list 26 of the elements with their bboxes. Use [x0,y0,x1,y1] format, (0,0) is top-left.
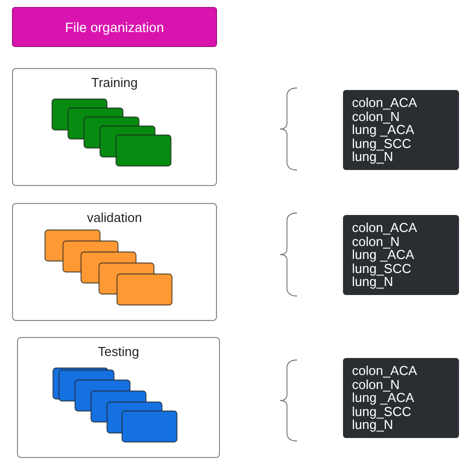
class-name: colon_N [352,234,400,248]
folder-group-box [17,337,220,458]
group-heading: Testing [96,344,140,359]
class-name: lung _ACA [352,391,414,404]
group-heading: validation [86,210,143,225]
folder-group-box [12,203,217,321]
class-name: lung_SCC [352,404,412,418]
class-name: lung _ACA [352,123,414,136]
class-name: colon_N [352,110,400,122]
class-name: lung_SCC [352,262,412,274]
class-name: lung_SCC [352,136,412,150]
class-name: lung_N [352,150,394,163]
class-name: colon_ACA [352,364,418,377]
class-name: lung_N [352,418,394,431]
class-list-box [343,358,459,438]
class-name: lung _ACA [352,248,414,261]
title-text: File organization [64,20,166,35]
class-name: colon_ACA [352,221,418,234]
class-list-box [343,215,459,295]
class-name: colon_N [352,378,400,390]
class-name: lung_N [352,275,394,288]
class-name: colon_ACA [352,96,418,109]
title-box [12,7,217,47]
folder-group-box [12,68,217,186]
class-list-box [343,90,459,170]
group-heading: Training [90,75,139,90]
